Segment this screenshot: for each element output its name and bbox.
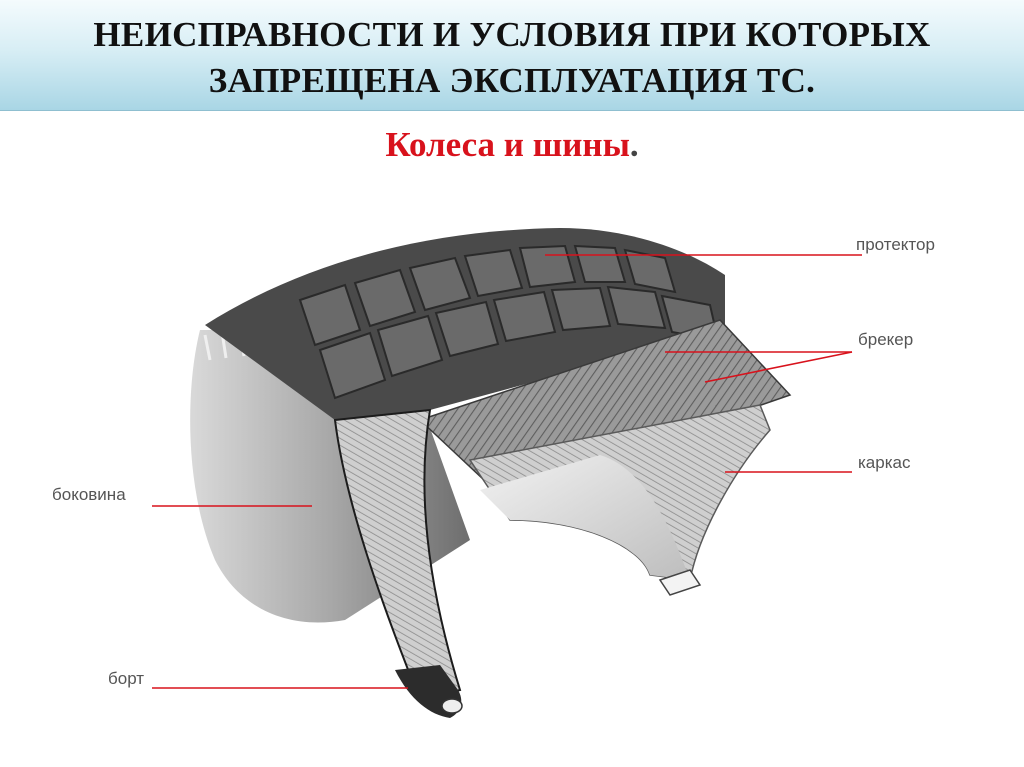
label-protector: протектор (856, 235, 935, 254)
title-line-1: НЕИСПРАВНОСТИ И УСЛОВИЯ ПРИ КОТОРЫХ (93, 15, 931, 54)
bead-wire-right (658, 569, 702, 596)
section-subtitle: Колеса и шины. (0, 125, 1024, 165)
subtitle-dot: . (629, 125, 639, 164)
page-title: НЕИСПРАВНОСТИ И УСЛОВИЯ ПРИ КОТОРЫХ ЗАПР… (0, 12, 1024, 104)
subtitle-text: Колеса и шины (385, 125, 630, 164)
label-sidewall: боковина (52, 485, 126, 504)
tread-blocks (298, 244, 720, 400)
leader-lines (152, 254, 862, 689)
header-band (0, 0, 1024, 111)
label-bead: борт (108, 669, 144, 688)
bead-wire-left (441, 698, 463, 714)
title-line-2: ЗАПРЕЩЕНА ЭКСПЛУАТАЦИЯ ТС. (208, 61, 816, 100)
inner-liner (480, 455, 690, 580)
leader-breaker-b (704, 351, 853, 383)
label-carcass: каркас (858, 453, 911, 472)
label-breaker: брекер (858, 330, 913, 349)
